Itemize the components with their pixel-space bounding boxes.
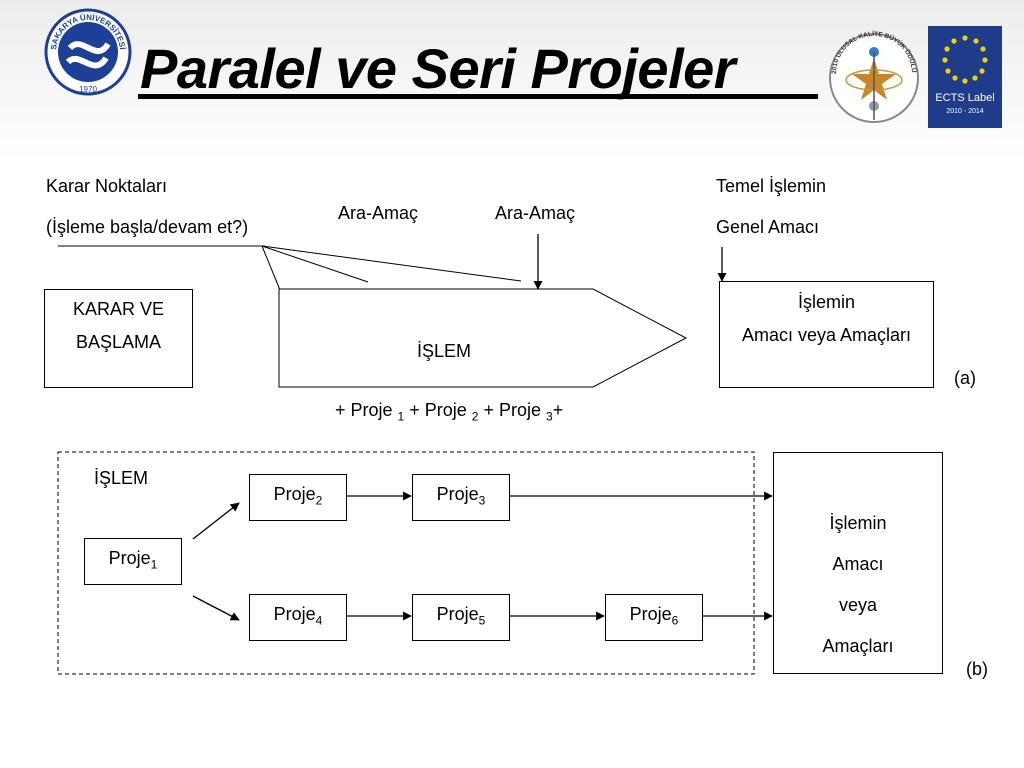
decision-connector-1 [261,245,281,291]
parallel-goal-line-4: Amaçları [822,636,894,656]
ects-label-logo: ECTS Label 2010 - 2014 [928,26,1002,128]
project-sum-formula: + Proje 1 + Proje 2 + Proje 3+ [335,400,564,424]
diagram-b-tag: (b) [966,659,988,679]
ects-label-text: ECTS Label [935,92,994,104]
arrow-p1-to-p4 [192,595,240,621]
parallel-goal-line-2: Amacı [832,554,884,574]
process-dashed-frame [57,451,755,675]
project-4-box: Proje4 [249,594,347,641]
quality-award-logo: 2010 ULUSAL KALİTE BÜYÜK ÖDÜLÜ [829,30,919,123]
university-logo: SAKARYA ÜNİVERSİTESİ 1970 [44,8,132,96]
decision-points-label: Karar Noktaları [46,176,168,196]
university-year: 1970 [79,85,97,94]
goal-box-line-2: Amacı veya Amaçları [741,325,912,345]
decision-connector-3 [261,245,522,282]
goal-box-line-1: İşlemin [797,292,855,312]
process-label: İŞLEM [417,341,472,361]
process-goal-box: İşlemin Amacı veya Amaçları [719,281,934,388]
process-pentagon [278,288,688,388]
parallel-goal-line-1: İşlemin [829,513,887,533]
ects-years-text: 2010 - 2014 [946,108,983,115]
general-goal-label: Temel İşlemin [716,176,827,196]
intermediate-goal-label-1: Ara-Amaç [338,203,419,223]
intermediate-goal-label-2: Ara-Amaç [495,203,576,223]
diagram-a-tag: (a) [954,368,976,388]
page-title: Paralel ve Seri Projeler [140,37,736,100]
parallel-goal-box: İşlemin Amacı veya Amaçları [773,452,943,674]
process-frame-label: İŞLEM [94,468,149,488]
title-underline [138,94,818,99]
general-goal-sublabel: Genel Amacı [716,217,820,237]
project-6-box: Proje6 [605,594,703,641]
arrow-p1-to-p2 [192,502,240,540]
project-2-box: Proje2 [249,474,347,521]
project-1-box: Proje1 [84,538,182,585]
project-3-box: Proje3 [412,474,510,521]
decision-points-sublabel: (İşleme başla/devam et?) [46,217,249,237]
eu-stars-icon [942,35,988,84]
decision-box-line-1: KARAR VE [72,299,165,319]
parallel-goal-line-3: veya [838,595,878,615]
decision-box-line-2: BAŞLAMA [75,332,162,352]
decision-connector-2 [261,245,369,283]
decision-start-box: KARAR VE BAŞLAMA [44,289,193,388]
project-5-box: Proje5 [412,594,510,641]
